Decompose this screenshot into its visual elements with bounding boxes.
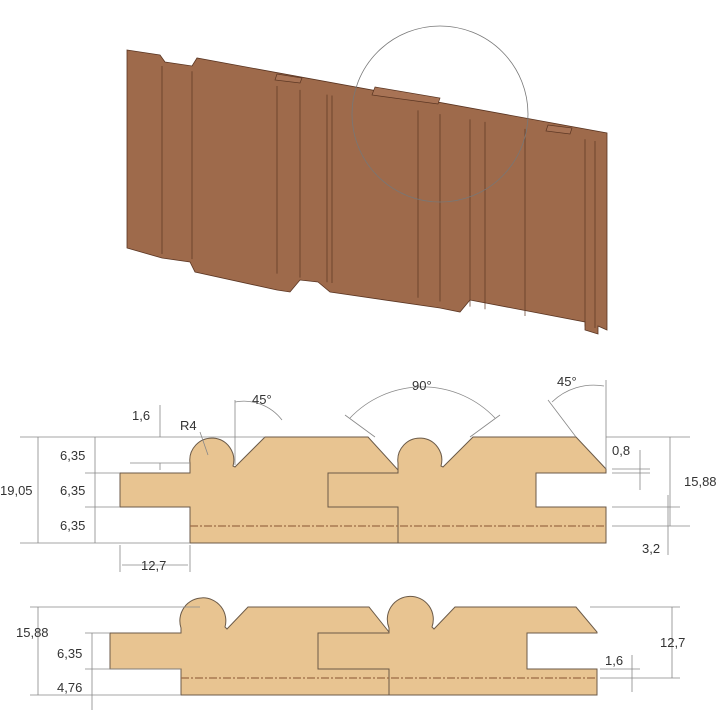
dim-layer-top: 6,35 [60, 448, 85, 463]
dim-total-height: 19,05 [0, 483, 33, 498]
dim-angle-right: 45° [557, 374, 577, 389]
dim-layer-mid: 6,35 [60, 483, 85, 498]
groove-slot-right [545, 124, 573, 135]
dim-layer-bottom: 6,35 [60, 518, 85, 533]
joint-line [327, 470, 399, 543]
profile-2-shape [109, 595, 598, 696]
groove-slot-left [274, 73, 303, 84]
dim-tongue-height: 6,35 [57, 646, 82, 661]
dim-angle-middle: 90° [412, 378, 432, 393]
panel-front-face [126, 49, 608, 335]
joint-line [317, 632, 390, 695]
dim-right-height: 15,88 [684, 474, 717, 489]
groove-slot [371, 86, 441, 105]
dim-groove-offset: 1,6 [605, 653, 623, 668]
dim-bead-offset: 1,6 [132, 408, 150, 423]
dim-bead-radius: R4 [180, 418, 197, 433]
profile-1: 19,05 6,35 6,35 6,35 1,6 R4 45° 90° 45° … [0, 374, 717, 573]
dim-chamfer-edge: 0,8 [612, 443, 630, 458]
dim-tongue-length: 12,7 [141, 558, 166, 573]
dim-groove-offset: 3,2 [642, 541, 660, 556]
profile-2: 15,88 6,35 4,76 12,7 1,6 [16, 595, 685, 710]
dim-bottom-layer: 4,76 [57, 680, 82, 695]
panel-3d-render [126, 25, 608, 335]
dim-angle-left: 45° [252, 392, 272, 407]
profile-1-shape [119, 436, 607, 544]
dim-right-height: 12,7 [660, 635, 685, 650]
detail-circle [351, 25, 529, 203]
dim-total-height: 15,88 [16, 625, 49, 640]
